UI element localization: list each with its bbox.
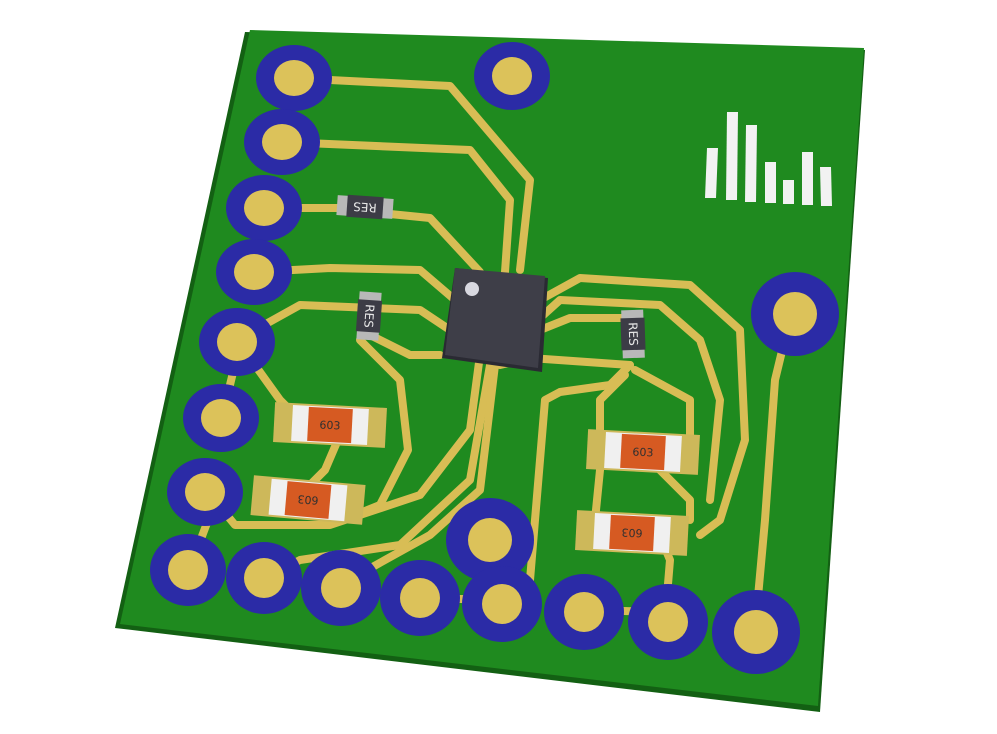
pad-left-4 — [216, 239, 292, 305]
pad-left-2 — [244, 109, 320, 175]
pad-mount-right — [751, 272, 839, 356]
pad-left-6 — [183, 384, 259, 452]
resistor-2-label: RES — [361, 304, 377, 328]
pad-left-7 — [167, 458, 243, 526]
trace — [336, 361, 499, 589]
trace — [596, 371, 629, 444]
resistor-2: RES — [355, 291, 383, 341]
capacitor-2: 603 — [250, 475, 366, 525]
resistor-1-label: RES — [353, 199, 377, 215]
trace — [631, 366, 694, 444]
pad-bottom-5 — [462, 566, 542, 642]
pad-top-left-1 — [256, 45, 332, 111]
trace — [386, 210, 484, 276]
resistor-3: RES — [620, 309, 646, 359]
pad-bottom-1 — [150, 534, 226, 606]
through-hole-pads — [150, 42, 839, 674]
capacitor-4-label: 603 — [621, 525, 643, 539]
capacitor-4: 603 — [575, 510, 689, 556]
capacitor-1-label: 603 — [319, 418, 341, 432]
resistor-3-label: RES — [626, 322, 641, 346]
trace — [278, 138, 514, 276]
trace — [252, 264, 459, 304]
ic-chip — [442, 268, 548, 372]
pad-bottom-3 — [301, 550, 381, 626]
trace — [536, 296, 724, 504]
pad-mount-bottom — [446, 498, 534, 582]
capacitor-3: 603 — [586, 429, 700, 475]
trace — [286, 74, 534, 274]
pad-bottom-6 — [544, 574, 624, 650]
pad-bottom-7 — [628, 584, 708, 660]
capacitor-2-label: 603 — [297, 492, 319, 507]
capacitor-1: 603 — [273, 402, 387, 448]
trace — [656, 466, 694, 524]
pad-bottom-2 — [226, 542, 302, 614]
ic-pin1-marker — [465, 282, 479, 296]
pad-bottom-4 — [380, 560, 460, 636]
pad-left-5 — [199, 308, 275, 376]
trace — [204, 351, 484, 529]
trace — [536, 314, 634, 334]
capacitor-3-label: 603 — [632, 445, 654, 459]
pad-bottom-8 — [712, 590, 800, 674]
trace — [536, 274, 749, 539]
silkscreen-logo — [705, 112, 832, 206]
pad-mount-top — [474, 42, 550, 110]
trace — [366, 331, 444, 359]
pad-left-3 — [226, 175, 302, 241]
resistor-1: RES — [336, 194, 394, 220]
